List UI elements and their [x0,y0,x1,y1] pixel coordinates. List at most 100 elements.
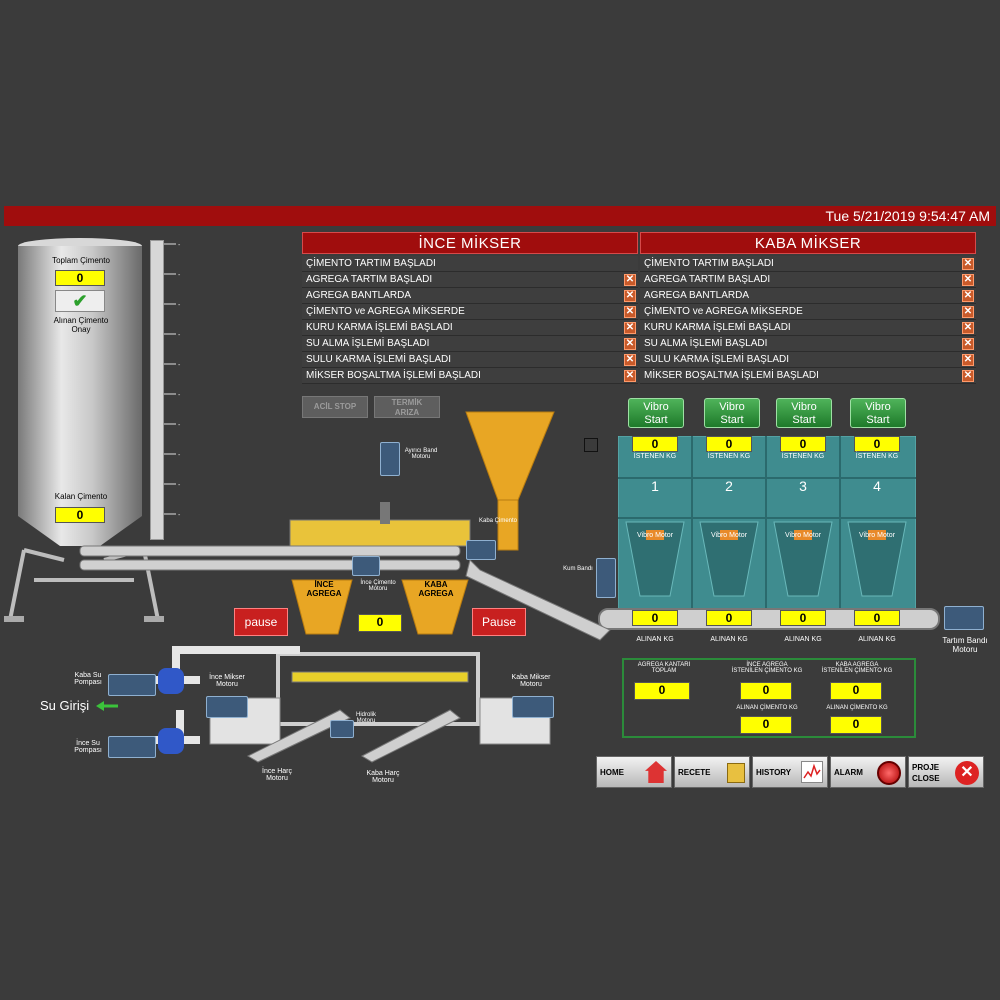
kaba-su-pompasi-motor [108,674,156,696]
istenen-value-1: 0 [632,436,678,452]
istenen-value-4: 0 [854,436,900,452]
kaba-step-row: ÇİMENTO ve AGREGA MİKSERDE✕ [640,304,976,320]
alinan-label-3: ALINAN KG [784,636,822,643]
silo-level-scale [150,240,164,540]
ince-step-row: SU ALMA İŞLEMİ BAŞLADI✕ [302,336,638,352]
svg-text:-: - [178,512,181,519]
vibro-motor-label-3: Vibro Motor [784,532,822,539]
ince-step-row: SULU KARMA İŞLEMİ BAŞLADI✕ [302,352,638,368]
chart-icon [801,761,823,783]
kaba-alinan-value: 0 [830,716,882,734]
ince-su-pompasi-label: İnce Su Pompası [74,740,102,754]
recete-button[interactable]: RECETE [674,756,750,788]
istenen-label-1: İSTENEN KG [633,453,677,460]
history-button[interactable]: HISTORY [752,756,828,788]
kaba-cimento-label: Kaba Çimento [478,518,518,524]
kaba-cimento-motor [466,540,496,560]
step-label: SU ALMA İŞLEMİ BAŞLADI [644,338,768,349]
step-label: AGREGA TARTIM BAŞLADI [306,274,433,285]
step-label: AGREGA BANTLARDA [306,290,412,301]
alinan-value-2: 0 [706,610,752,626]
istenen-value-2: 0 [706,436,752,452]
svg-text:-: - [178,362,181,369]
ince-istenen-label: İNCE AGREGA İSTENİLEN ÇİMENTO KG [731,662,803,674]
kaba-step-row: SU ALMA İŞLEMİ BAŞLADI ✕ [640,336,976,352]
proje-close-button[interactable]: PROJE CLOSE ✕ [908,756,984,788]
status-checkbox[interactable] [584,438,598,452]
alinan-label-2: ALINAN KG [710,636,748,643]
vibro-start-button-2[interactable]: Vibro Start [704,398,760,428]
alarm-button[interactable]: ALARM [830,756,906,788]
vibro-start-button-1[interactable]: Vibro Start [628,398,684,428]
agrega-kantari-label: AGREGA KANTARI TOPLAM [637,662,691,674]
folder-icon [727,763,745,783]
tartim-bandi-label: Tartım Bandı Motoru [942,636,988,654]
step-label: ÇİMENTO ve AGREGA MİKSERDE [306,306,465,317]
aggregate-bins [617,435,917,613]
home-label: HOME [600,768,624,777]
kaba-mikser-title: KABA MİKSER [640,232,976,254]
hidrolik-motor-label: Hidrolik Motoru [355,712,376,724]
kum-bandi-label: Kum Bandı [563,566,593,572]
silo-remaining-value: 0 [55,507,105,523]
kaba-step-row: SULU KARMA İŞLEMİ BAŞLADI✕ [640,352,976,368]
close-icon: ✕ [955,761,979,785]
step-label: SU ALMA İŞLEMİ BAŞLADI [306,338,430,349]
silo-total-label: Toplam Çimento [52,256,110,265]
ince-step-row: MİKSER BOŞALTMA İŞLEMİ BAŞLADI✕ [302,368,638,384]
vibro-motor-label-2: Vibro Motor [710,532,748,539]
acil-stop-button[interactable]: ACİL STOP [302,396,368,418]
recete-label: RECETE [678,768,711,777]
ince-step-row: KURU KARMA İŞLEMİ BAŞLADI✕ [302,320,638,336]
scale-ticks: ---- ---- -- [164,242,181,519]
silo-graphic [18,238,142,546]
step-label: KURU KARMA İŞLEMİ BAŞLADI [644,322,791,333]
kaba-mikser-motor [512,696,554,718]
pause-ince-button[interactable]: pause [234,608,288,636]
vibro-start-button-3[interactable]: Vibro Start [776,398,832,428]
ince-cimento-motor-label: İnce Çimento Motoru [360,580,396,592]
bin-number-3: 3 [799,478,807,494]
x-status-icon: ✕ [962,354,974,366]
check-icon: ✔ [72,291,88,311]
kaba-agrega-label: KABA AGREGA [418,580,454,598]
vibro-column-4: Vibro Start 0 İSTENEN KG 4 Vibro Motor [840,398,914,539]
kaba-mikser-motor-label: Kaba Mikser Motoru [511,674,551,688]
su-girisi-label: Su Girişi [40,698,90,713]
x-status-icon: ✕ [962,290,974,302]
alinan-value-1: 0 [632,610,678,626]
istenen-value-3: 0 [780,436,826,452]
vibro-motor-label-1: Vibro Motor [636,532,674,539]
kaba-su-pompasi-label: Kaba Su Pompası [74,672,102,686]
step-label: AGREGA BANTLARDA [644,290,750,301]
vibro-start-button-4[interactable]: Vibro Start [850,398,906,428]
kaba-step-row: AGREGA BANTLARDA ✕ [640,288,976,304]
x-status-icon: ✕ [962,274,974,286]
x-status-icon: ✕ [624,354,636,366]
ince-mikser-motor-label: İnce Mikser Motoru [209,674,245,688]
svg-text:-: - [178,242,181,249]
ince-mikser-panel: İNCE MİKSER ÇİMENTO TARTIM BAŞLADI AGREG… [302,232,638,384]
home-button[interactable]: HOME [596,756,672,788]
bin-number-2: 2 [725,478,733,494]
proje-close-label: PROJE CLOSE [912,763,940,783]
termik-ariza-button[interactable]: TERMİK ARIZA [374,396,440,418]
x-status-icon: ✕ [962,322,974,334]
step-label: AGREGA TARTIM BAŞLADI [644,274,771,285]
onay-button[interactable]: ✔ [55,290,105,312]
bin-number-1: 1 [651,478,659,494]
x-status-icon: ✕ [962,338,974,350]
step-label: MİKSER BOŞALTMA İŞLEMİ BAŞLADI [306,370,481,381]
kaba-step-row: MİKSER BOŞALTMA İŞLEMİ BAŞLADI✕ [640,368,976,384]
step-label: ÇİMENTO ve AGREGA MİKSERDE [644,306,803,317]
kaba-step-row: ÇİMENTO TARTIM BAŞLADI✕ [640,256,976,272]
bins-graphic [617,435,917,613]
ince-cimento-motor [352,556,380,576]
alinan-value-4: 0 [854,610,900,626]
pause-kaba-button[interactable]: Pause [472,608,526,636]
istenen-label-4: İSTENEN KG [855,453,899,460]
kaba-harc-motor-label: Kaba Harç Motoru [366,770,400,784]
ince-step-row: ÇİMENTO ve AGREGA MİKSERDE✕ [302,304,638,320]
agrega-kantari-value: 0 [634,682,690,700]
ince-mikser-motor [206,696,248,718]
